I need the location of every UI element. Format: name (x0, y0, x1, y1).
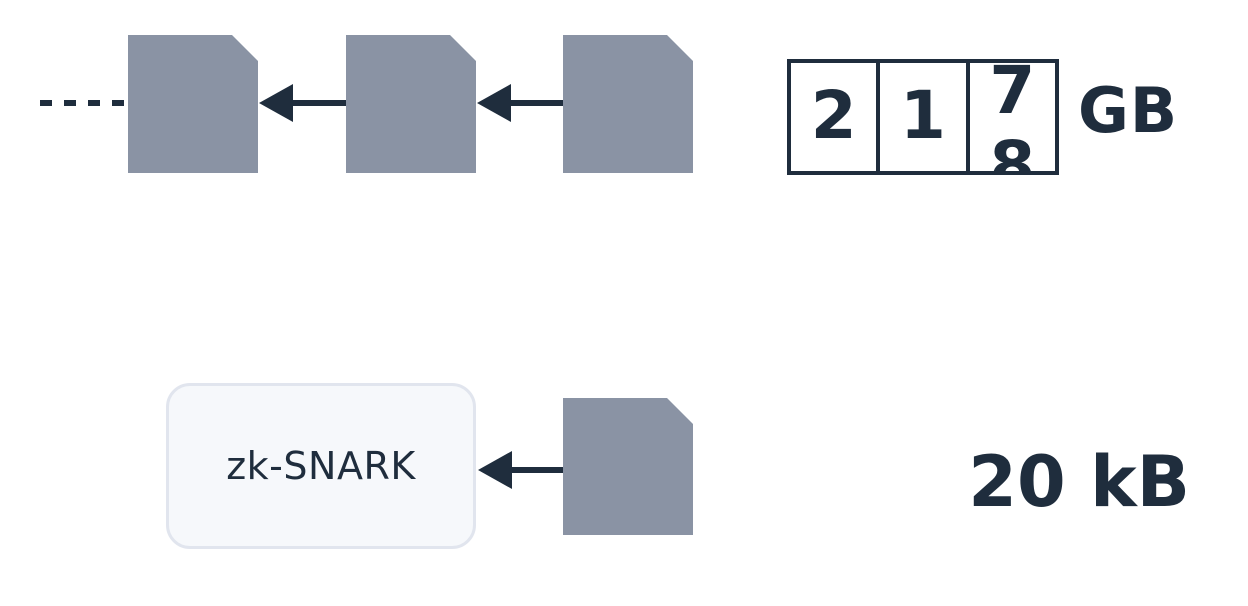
rolling-digit-current: 7 (989, 63, 1036, 129)
block-2 (346, 35, 476, 173)
zk-snark-box: zk-SNARK (166, 383, 476, 549)
block-3 (563, 35, 693, 173)
block-latest (563, 398, 693, 535)
arrow-block2-to-block1 (259, 84, 346, 122)
arrow-block-to-snark (478, 451, 563, 489)
counter-digit: 1 (880, 63, 970, 171)
chain-size-unit: GB (1078, 74, 1179, 147)
chain-size-counter: 2 1 7 8 (787, 59, 1059, 175)
counter-digit-rolling: 7 8 (970, 63, 1055, 171)
counter-digit: 2 (791, 63, 881, 171)
arrow-block3-to-block2 (477, 84, 563, 122)
zk-snark-label: zk-SNARK (226, 444, 416, 488)
block-1 (128, 35, 258, 173)
proof-size-label: 20 kB (968, 441, 1190, 523)
rolling-digit-next: 8 (989, 127, 1036, 172)
